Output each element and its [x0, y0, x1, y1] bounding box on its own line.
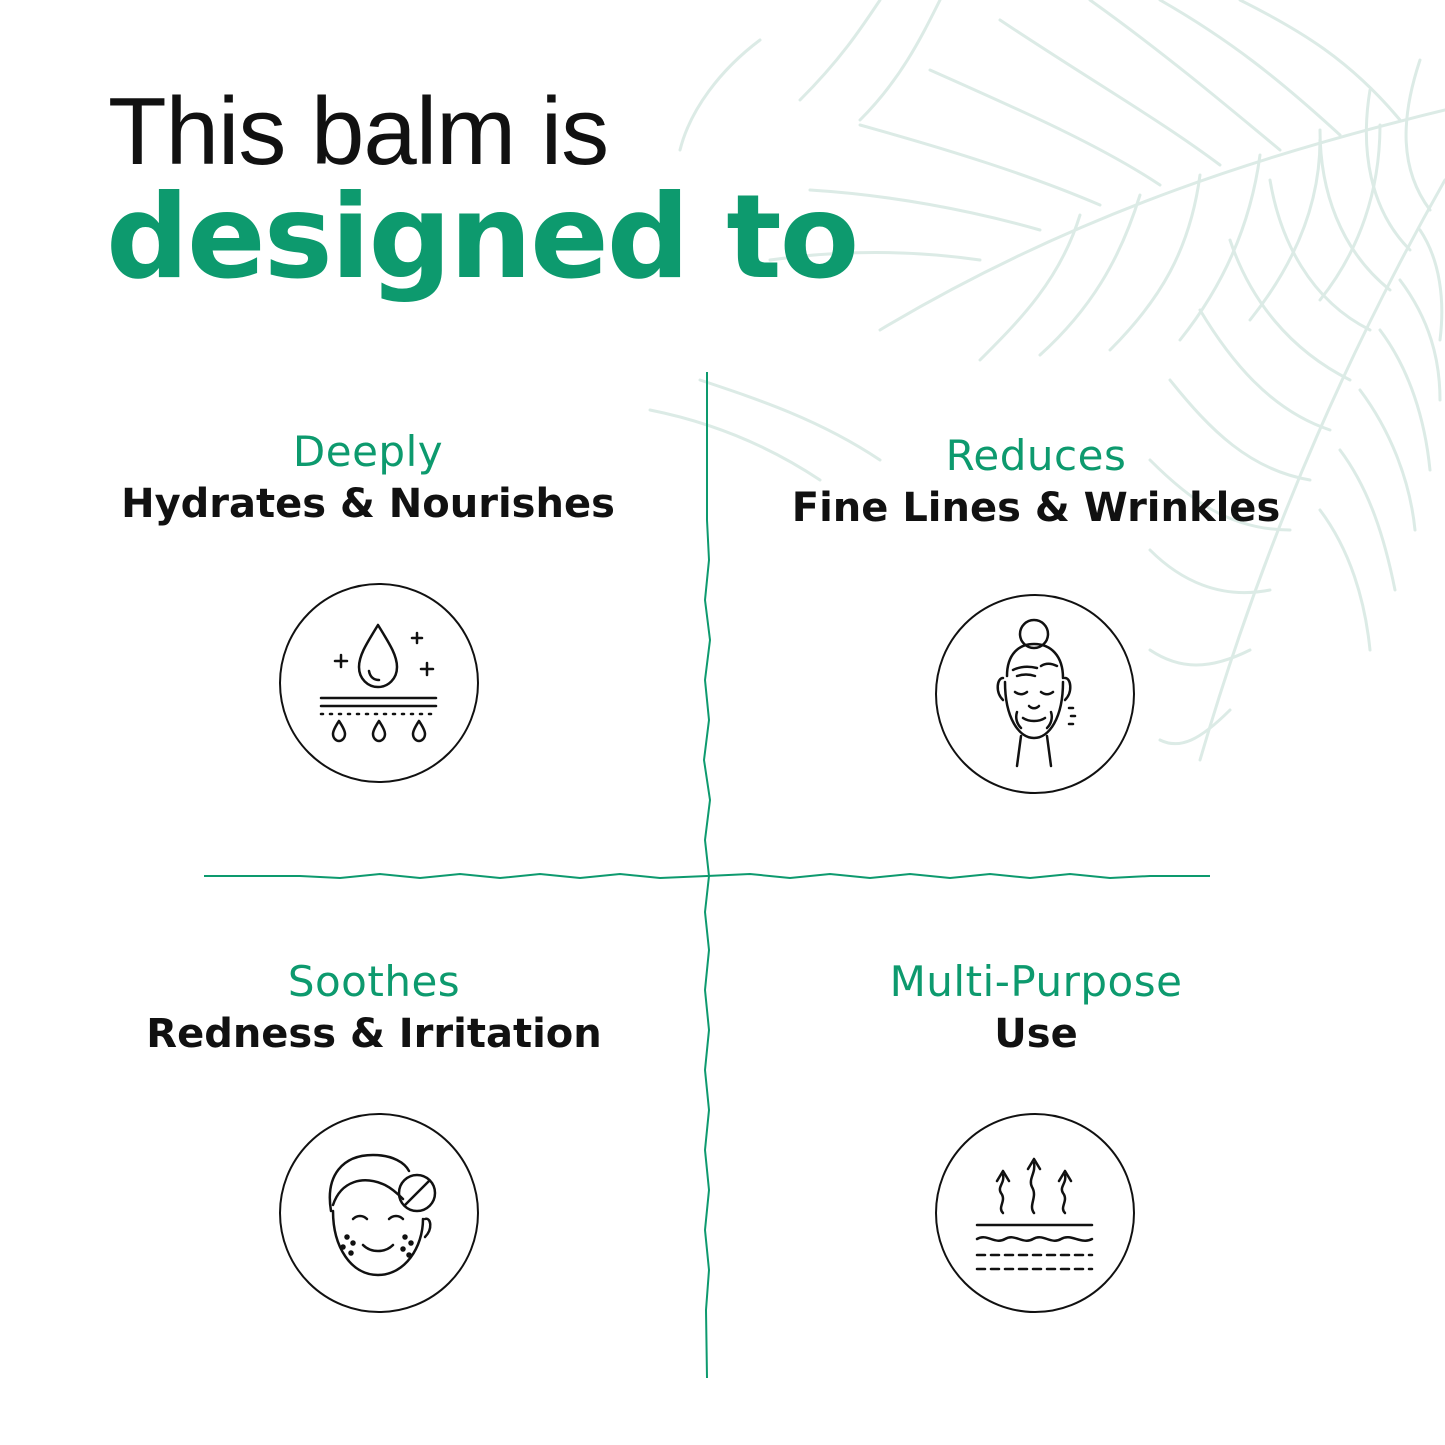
aging-face-icon: [935, 594, 1135, 794]
vertical-divider: [702, 372, 712, 1379]
benefit-soothes: Soothes Redness & Irritation: [94, 956, 654, 1060]
headline-line-1: This balm is: [108, 78, 609, 185]
benefit-accent-label: Reduces: [945, 431, 1127, 480]
irritated-face-icon: [279, 1113, 479, 1313]
benefit-accent-label: Deeply: [292, 427, 444, 476]
benefit-accent-label: Soothes: [287, 957, 461, 1006]
water-drop-skin-icon: [279, 583, 479, 783]
benefit-reduces: Reduces Fine Lines & Wrinkles: [756, 430, 1316, 534]
horizontal-divider: [204, 872, 1210, 880]
benefit-multi-purpose: Multi-Purpose Use: [756, 956, 1316, 1060]
benefit-accent-label: Multi-Purpose: [889, 957, 1183, 1006]
benefit-hydrates: Deeply Hydrates & Nourishes: [88, 426, 648, 530]
headline-line-2: designed to: [106, 170, 859, 305]
benefit-main-label: Fine Lines & Wrinkles: [791, 485, 1281, 531]
skin-layers-absorption-icon: [935, 1113, 1135, 1313]
benefit-main-label: Redness & Irritation: [146, 1011, 602, 1057]
benefit-main-label: Hydrates & Nourishes: [121, 481, 615, 527]
benefit-main-label: Use: [994, 1011, 1078, 1057]
